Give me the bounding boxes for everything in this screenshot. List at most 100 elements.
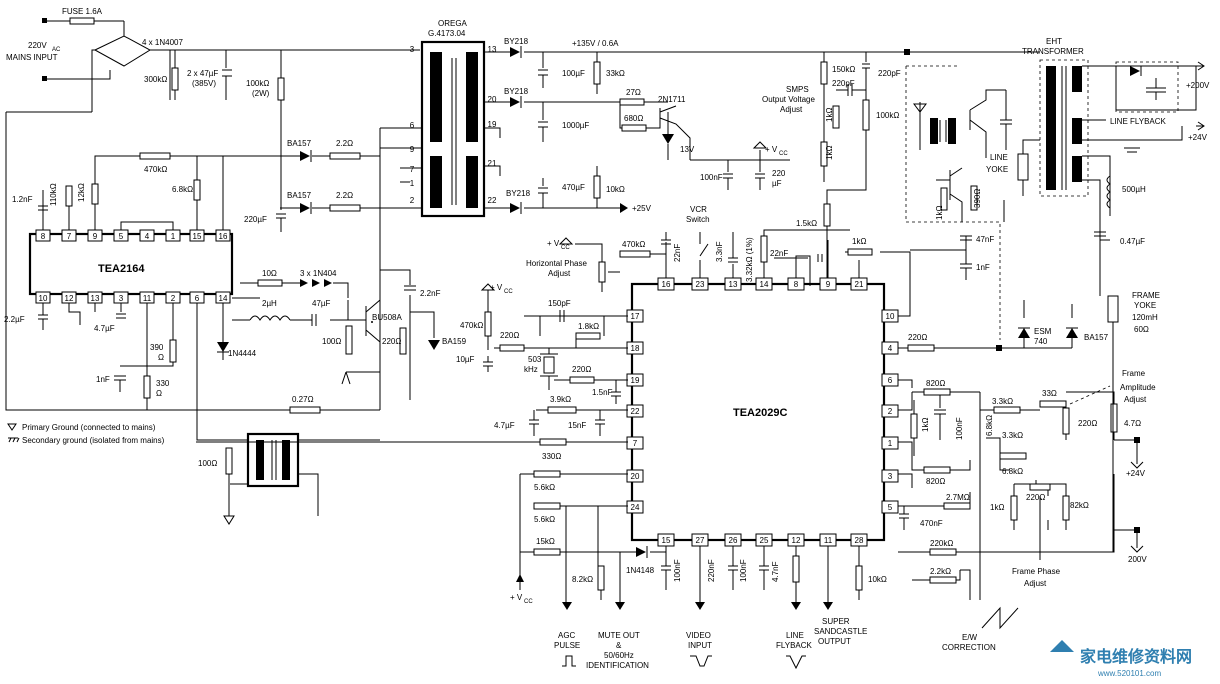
r330	[143, 375, 151, 399]
amp-label-3: Adjust	[1124, 395, 1147, 404]
r220-d-label: 220Ω	[572, 365, 591, 374]
d1n4444-label: 1N4444	[228, 349, 257, 358]
r2-2-b-label: 2.2Ω	[336, 191, 353, 200]
r390	[169, 339, 177, 363]
r12k-label: 12kΩ	[77, 183, 86, 202]
r220-g-label: 220Ω	[1026, 493, 1045, 502]
r1k-c	[847, 248, 873, 256]
r3-9k-label: 3.9kΩ	[550, 395, 571, 404]
lfb-label-1: LINE	[786, 631, 804, 640]
svg-text:14: 14	[219, 294, 228, 303]
r820-b	[923, 466, 951, 474]
crystal-503k	[543, 356, 555, 374]
r300k-label: 300kΩ	[144, 75, 167, 84]
r2-2-a-label: 2.2Ω	[336, 139, 353, 148]
esm-label: ESM	[1034, 327, 1052, 336]
r1k-f	[940, 187, 948, 211]
r100k-b	[862, 99, 870, 131]
svg-text:9: 9	[93, 232, 98, 241]
esm2-label: 740	[1034, 337, 1048, 346]
r1k-d-label: 1kΩ	[921, 418, 930, 432]
r820-a-label: 820Ω	[926, 379, 945, 388]
eht-core-c	[1072, 118, 1082, 144]
r220k	[929, 548, 957, 556]
tea2164-name: TEA2164	[98, 263, 145, 275]
vcc-d-label: + V	[510, 593, 523, 602]
tea2029c-body	[630, 282, 886, 542]
hphase-label-1: Horizontal Phase	[526, 259, 587, 268]
r220-c-label: 220Ω	[500, 331, 519, 340]
eht-label-2: TRANSFORMER	[1022, 47, 1084, 56]
by218-a-label: BY218	[504, 37, 529, 46]
orega-transformer: OREGA G.4173.04 3 6 9 7 1 2 13 20 19 21 …	[379, 19, 501, 410]
tea2029c-name: TEA2029C	[733, 407, 787, 419]
orega-title: OREGA	[438, 19, 468, 28]
r820-b-label: 820Ω	[926, 477, 945, 486]
frame-yoke-label-2: YOKE	[1134, 301, 1156, 310]
r100b	[225, 447, 233, 475]
smps-label-1: SMPS	[786, 85, 809, 94]
r1k-f-label: 1kΩ	[935, 206, 944, 220]
orega-pin-7: 7	[410, 165, 415, 174]
mute-label-3: 50/60Hz	[604, 651, 634, 660]
svg-text:11: 11	[143, 294, 152, 303]
hphase-pot	[598, 261, 606, 283]
r390-b-label: 390Ω	[973, 189, 982, 208]
node-24v	[1134, 437, 1140, 443]
deflection-section: 1kΩ 390Ω LINE YOKE EHT TRANSFORMER +200V…	[905, 37, 1210, 552]
orega-pin-20: 20	[488, 95, 497, 104]
c100n-b-label: 100nF	[673, 559, 682, 582]
svg-text:12: 12	[792, 536, 801, 545]
r10k-b	[855, 565, 863, 591]
r15k-label: 15kΩ	[536, 537, 555, 546]
x503-unit: kHz	[524, 365, 538, 374]
mains-input-label: 220V	[28, 41, 47, 50]
svg-text:26: 26	[729, 536, 738, 545]
phase-label-1: Frame Phase	[1012, 567, 1061, 576]
svg-text:4: 4	[888, 344, 893, 353]
v24-b-label: +24V	[1188, 133, 1208, 142]
r3-3k-a-label: 3.3kΩ	[992, 397, 1013, 406]
r470k-label: 470kΩ	[144, 165, 167, 174]
c220p-label: 220pF	[878, 69, 901, 78]
v24-a-label: +24V	[1126, 469, 1146, 478]
r2-7m	[943, 502, 971, 510]
r100k-b-label: 100kΩ	[876, 111, 899, 120]
r1k-pot	[832, 105, 840, 129]
phase-label-2: Adjust	[1024, 579, 1047, 588]
r470k-b	[619, 250, 651, 258]
r110k	[65, 185, 73, 207]
secondary-outputs: BY218 +135V / 0.6A 100µF 33kΩ BY218 1000…	[484, 37, 910, 280]
watermark-logo-icon	[1050, 640, 1074, 652]
z13-label: 13V	[680, 145, 695, 154]
caps-label: 2 x 47µF	[187, 69, 218, 78]
r0-27-label: 0.27Ω	[292, 395, 314, 404]
c220-label: 220	[772, 169, 786, 178]
r82k-label: 82kΩ	[1070, 501, 1089, 510]
by218-c-label: BY218	[506, 189, 531, 198]
orega-pin-2: 2	[410, 196, 415, 205]
c47u-label: 47µF	[312, 299, 331, 308]
mains-terminal-bottom	[42, 76, 47, 81]
svg-text:10: 10	[39, 294, 48, 303]
ba157-c-label: BA157	[1084, 333, 1109, 342]
r5-6k-b-label: 5.6kΩ	[534, 515, 555, 524]
r2-7m-label: 2.7MΩ	[946, 493, 970, 502]
r100	[345, 325, 353, 355]
r3-3k-b	[999, 452, 1027, 460]
c22n-b-label: 22nF	[770, 249, 788, 258]
r1k-e	[1010, 495, 1018, 521]
amp-label-1: Frame	[1122, 369, 1146, 378]
svg-text:13: 13	[91, 294, 100, 303]
mains-input-sub: AC	[52, 47, 61, 53]
r5-6k-a-label: 5.6kΩ	[534, 483, 555, 492]
smps-label-3: Adjust	[780, 105, 803, 114]
r100k-2w	[277, 77, 285, 101]
r5-6k-a	[533, 470, 561, 478]
eht-core-b	[1072, 66, 1082, 92]
r2-2k	[929, 576, 957, 584]
svg-text:22: 22	[631, 407, 640, 416]
orega-pin-1: 1	[410, 179, 415, 188]
tea2029-top-section: + V CC Horizontal Phase Adjust 470kΩ 22n…	[526, 205, 911, 292]
r220-g	[1029, 483, 1051, 491]
